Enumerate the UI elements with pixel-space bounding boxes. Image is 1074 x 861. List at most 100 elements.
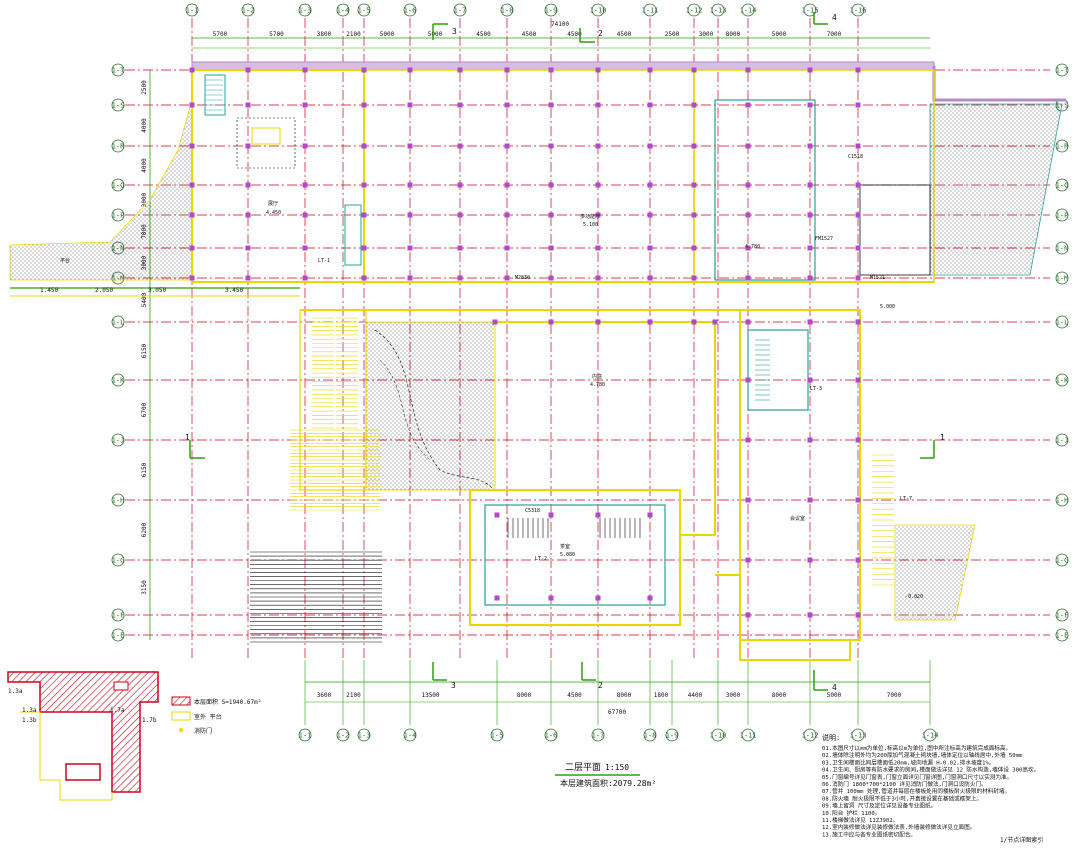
column-marker bbox=[595, 102, 601, 108]
axis-bubble-left bbox=[111, 553, 125, 567]
column-marker bbox=[745, 212, 751, 218]
column-marker bbox=[807, 612, 813, 618]
axis-bubble-right bbox=[1055, 139, 1069, 153]
axis-label-left: 1-K bbox=[112, 377, 125, 385]
note-line: 05.门窗编号详见门窗表,门窗立面详见门窗详图,门窗洞口尺寸以实测为准。 bbox=[822, 773, 1012, 781]
stair-label-c: LT-3 bbox=[810, 386, 822, 392]
axis-bubble-right bbox=[1055, 553, 1069, 567]
east-landscape bbox=[929, 103, 1063, 276]
key-mark-2: 1.3a bbox=[22, 707, 37, 714]
axis-label-left: 1-P bbox=[112, 212, 125, 220]
key-mark-1: 1.3a bbox=[8, 688, 23, 695]
axis-bubble-top bbox=[500, 3, 514, 17]
axis-bubble-left bbox=[111, 208, 125, 222]
axis-label-right: 1-N bbox=[1056, 245, 1069, 253]
note-line: 07.管井 100mm 处理,管道井每层在楼板处用同楼板耐火极限的材料封堵。 bbox=[822, 787, 1010, 795]
legend-label-door: 消防门 bbox=[194, 727, 212, 735]
stair-treads bbox=[205, 79, 894, 643]
column-marker bbox=[361, 182, 367, 188]
dim-span-top: 4500 bbox=[567, 31, 582, 38]
axis-label-top: 1-5 bbox=[358, 7, 371, 15]
axis-label-top: 1-1 bbox=[186, 7, 199, 15]
dim-span-left: 6150 bbox=[141, 462, 148, 477]
column-marker bbox=[302, 143, 308, 149]
column-marker bbox=[647, 102, 653, 108]
axis-label-top: 1-3 bbox=[299, 7, 312, 15]
window-label-a: C1518 bbox=[848, 154, 863, 160]
legend-label-terrace: 室外 平台 bbox=[194, 713, 222, 721]
axis-bubble-bottom bbox=[803, 728, 817, 742]
axis-bubble-top bbox=[711, 3, 725, 17]
axis-bubble-left bbox=[111, 628, 125, 642]
dim-span-left: 3150 bbox=[141, 580, 148, 595]
column-marker bbox=[647, 67, 653, 73]
room-elev-multi: 5.100 bbox=[583, 222, 598, 228]
west-landscape bbox=[9, 99, 193, 281]
southeast-annex bbox=[715, 574, 851, 661]
column-marker bbox=[855, 102, 861, 108]
door-label-b: M2830 bbox=[515, 275, 530, 281]
column-marker bbox=[745, 319, 751, 325]
axis-label-right: 1-J bbox=[1056, 437, 1069, 445]
dim-span-left: 6150 bbox=[141, 343, 148, 358]
column-marker bbox=[647, 182, 653, 188]
axis-bubble-top bbox=[357, 3, 371, 17]
dim-span-bottom: 4500 bbox=[567, 692, 582, 699]
column-marker bbox=[189, 245, 195, 251]
title-block: 二层平面 1:150 本层建筑面积:2079.28m² bbox=[555, 762, 656, 788]
dim-span-top: 8000 bbox=[726, 31, 741, 38]
axis-bubble-left bbox=[111, 315, 125, 329]
column-marker bbox=[245, 245, 251, 251]
column-marker bbox=[548, 512, 554, 518]
axis-label-bottom: 1-14 bbox=[922, 732, 939, 740]
column-marker bbox=[457, 245, 463, 251]
dim-span-left: 2500 bbox=[141, 80, 148, 95]
column-marker bbox=[189, 182, 195, 188]
key-mark-4: 1.7b bbox=[142, 717, 157, 724]
key-mark-5: 1.7a bbox=[110, 707, 125, 714]
room-elev-low: -0.020 bbox=[905, 594, 923, 600]
column-marker bbox=[548, 595, 554, 601]
axis-label-right: 1-K bbox=[1056, 377, 1069, 385]
room-name-meeting: 会议室 bbox=[790, 515, 805, 522]
dim-span-bottom: 13500 bbox=[421, 692, 439, 699]
column-marker bbox=[189, 275, 195, 281]
axis-bubble-bottom bbox=[923, 728, 937, 742]
drawing-area: 本层建筑面积:2079.28m² bbox=[560, 778, 656, 788]
column-marker bbox=[745, 497, 751, 503]
legend-swatch-door bbox=[179, 728, 183, 732]
column-marker bbox=[457, 143, 463, 149]
dim-span-left: 5400 bbox=[141, 292, 148, 307]
column-marker bbox=[712, 319, 718, 325]
dim-span-left: 3000 bbox=[141, 192, 148, 207]
column-marker bbox=[807, 319, 813, 325]
stair-label-b: LT-2 bbox=[535, 556, 547, 562]
note-line: 10.阳台 护栏 1100。 bbox=[822, 809, 880, 817]
courtyard-east-wall bbox=[495, 321, 716, 536]
column-marker bbox=[595, 275, 601, 281]
stair-label-a: LT-1 bbox=[318, 258, 330, 264]
axis-label-top: 1-10 bbox=[590, 7, 607, 15]
column-marker bbox=[855, 377, 861, 383]
stair-core-east bbox=[747, 329, 809, 411]
axis-bubble-right bbox=[1055, 608, 1069, 622]
column-marker bbox=[691, 319, 697, 325]
column-marker bbox=[504, 143, 510, 149]
dim-span-bottom: 3600 bbox=[317, 692, 332, 699]
axis-label-right: 1-Q bbox=[1056, 182, 1069, 190]
column-marker bbox=[302, 245, 308, 251]
axis-label-top: 1-16 bbox=[850, 7, 867, 15]
column-marker bbox=[807, 557, 813, 563]
dim-span-bottom: 8000 bbox=[517, 692, 532, 699]
column-marker bbox=[302, 102, 308, 108]
column-marker bbox=[457, 182, 463, 188]
hall-block bbox=[191, 69, 365, 283]
axis-bubble-right bbox=[1055, 373, 1069, 387]
axis-bubble-right bbox=[1055, 315, 1069, 329]
axis-bubble-top bbox=[687, 3, 701, 17]
axis-bubble-bottom bbox=[298, 728, 312, 742]
room-name-hall: 展厅 bbox=[268, 201, 278, 207]
column-marker bbox=[691, 245, 697, 251]
axis-bubble-top bbox=[741, 3, 755, 17]
axis-label-bottom: 1-12 bbox=[802, 732, 819, 740]
